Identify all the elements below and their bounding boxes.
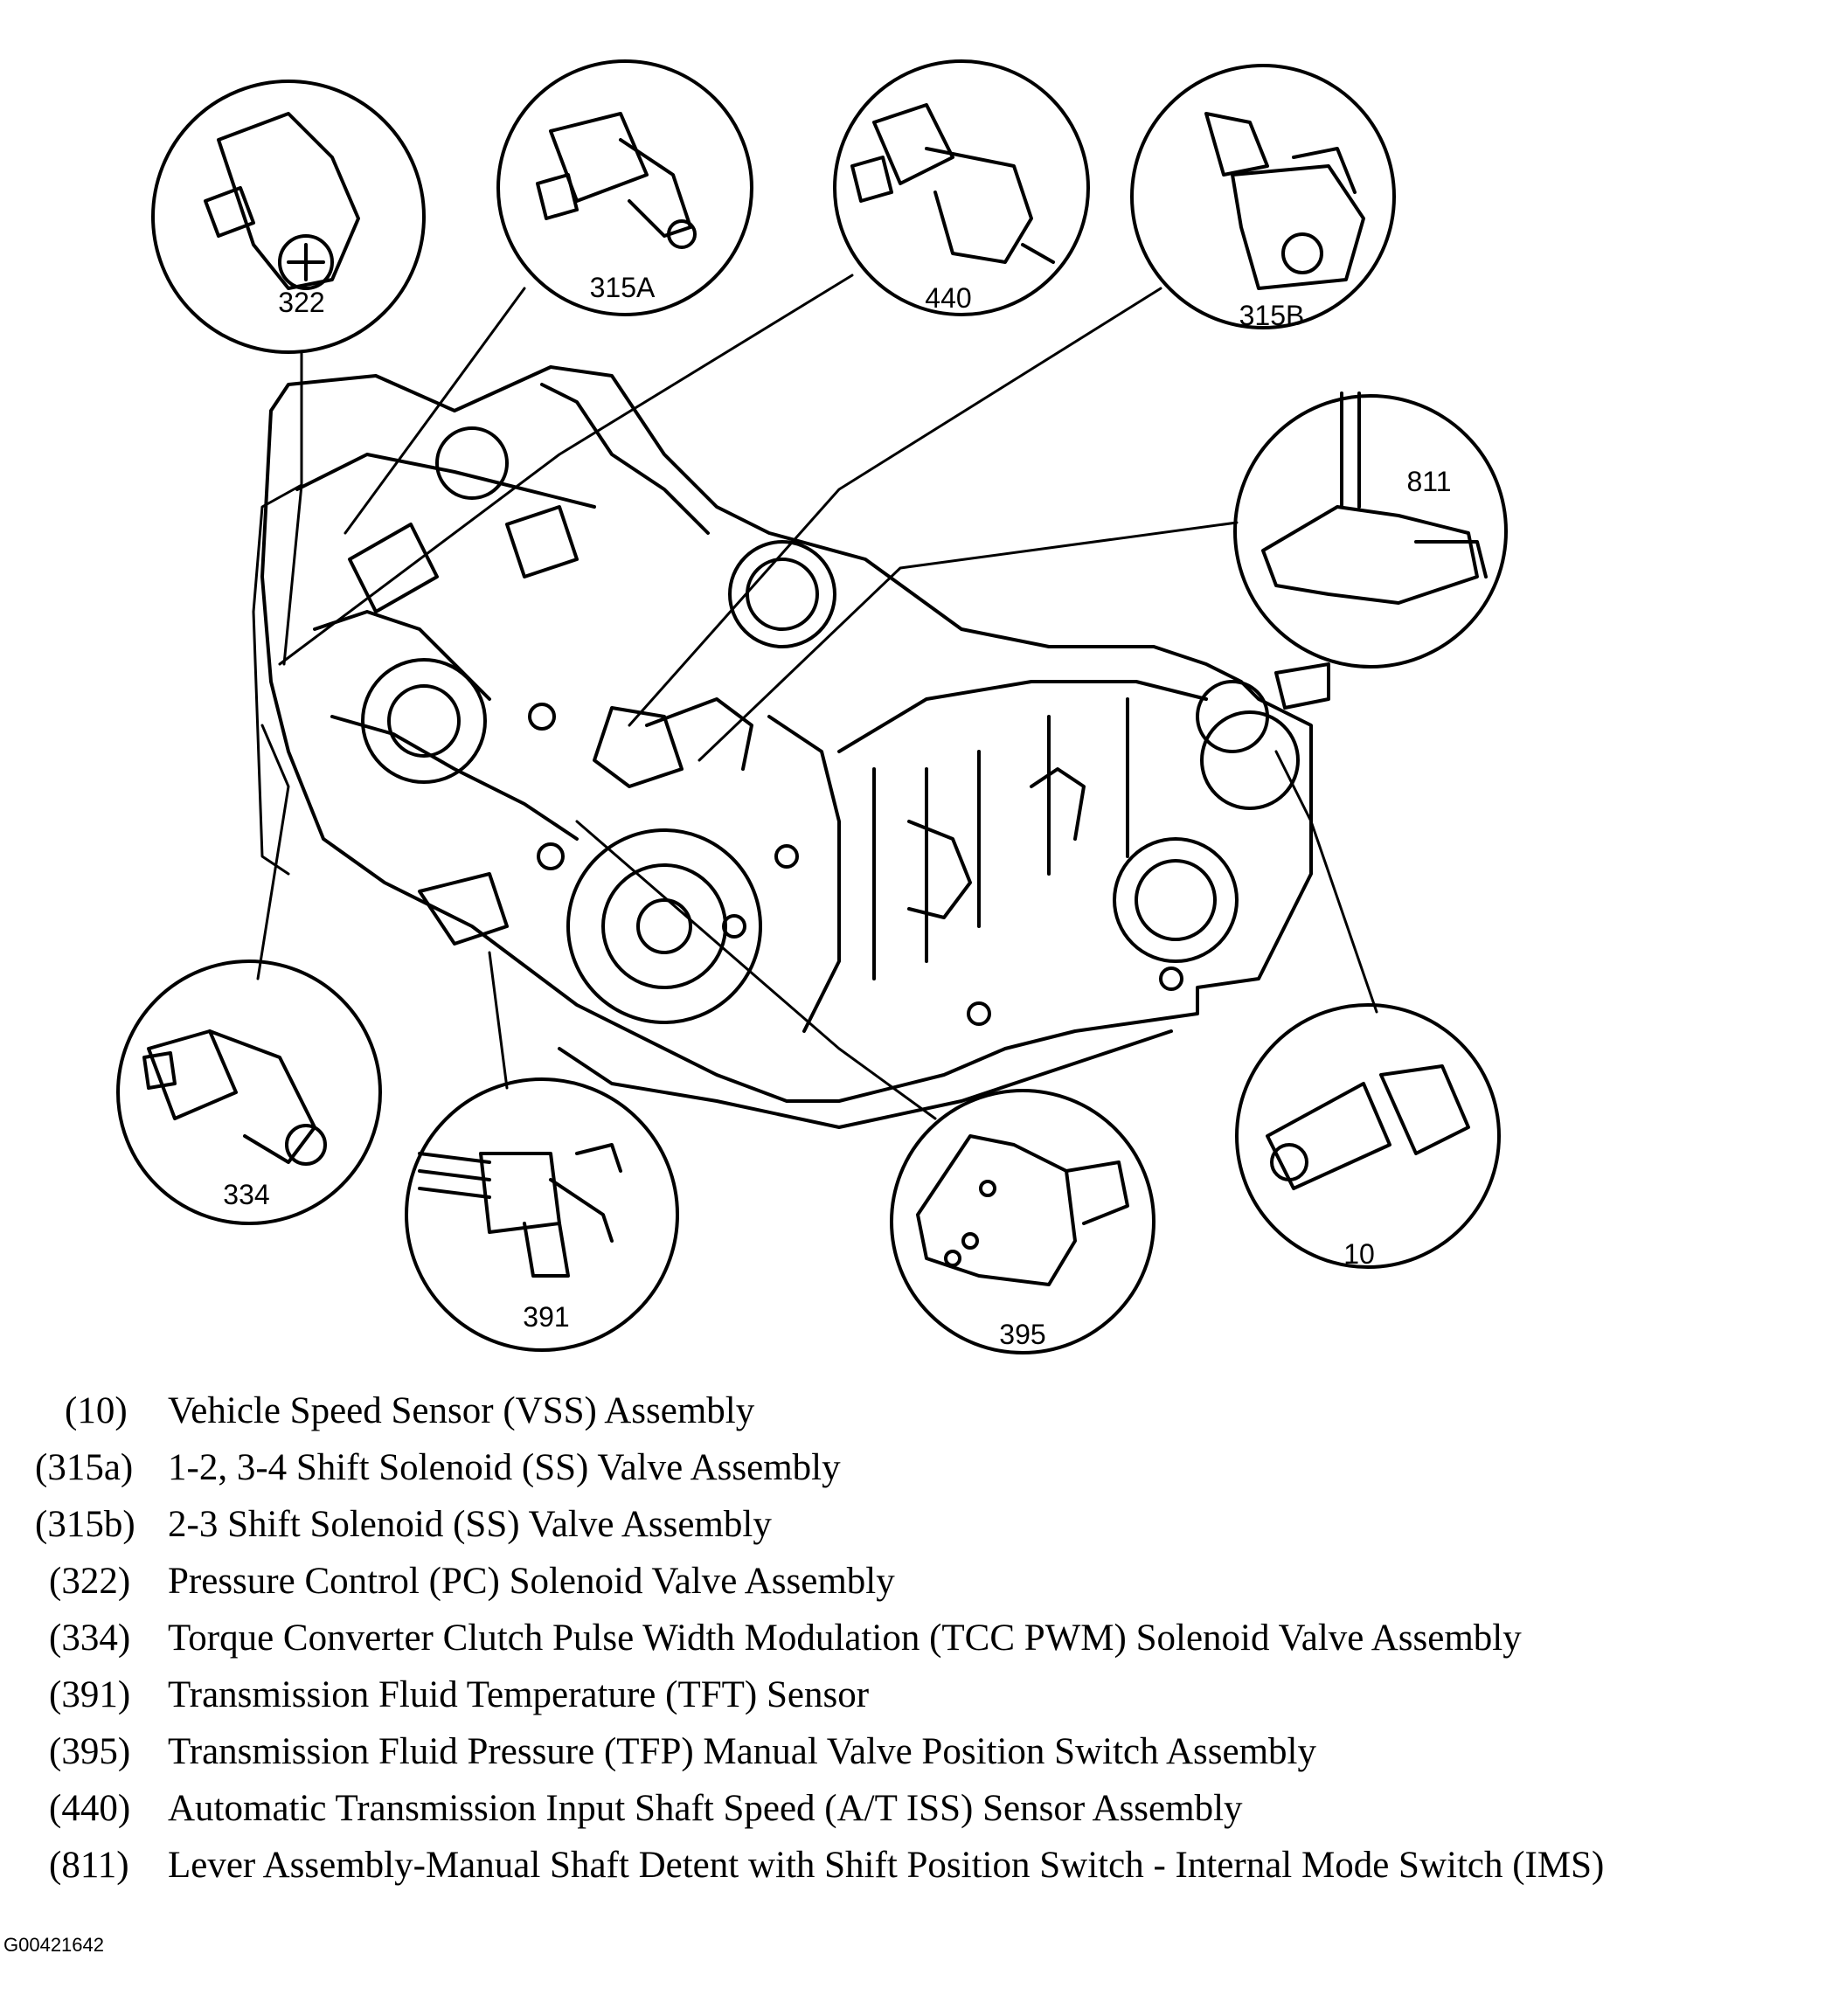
legend-description: 1-2, 3-4 Shift Solenoid (SS) Valve Assem… bbox=[168, 1447, 841, 1488]
callout-circle-440 bbox=[833, 59, 1090, 316]
legend-description: Lever Assembly-Manual Shaft Detent with … bbox=[168, 1845, 1605, 1886]
legend-code: (440) bbox=[49, 1788, 131, 1829]
callout-811 bbox=[1233, 391, 1508, 669]
callout-circle-322 bbox=[151, 80, 426, 354]
legend-description: Vehicle Speed Sensor (VSS) Assembly bbox=[168, 1390, 755, 1431]
figure-id: G00421642 bbox=[3, 1934, 104, 1956]
callout-label-322: 322 bbox=[278, 287, 324, 318]
callout-label-315a: 315A bbox=[590, 272, 656, 303]
legend-code: (315b) bbox=[35, 1504, 135, 1545]
legend-row: (315a) 1-2, 3-4 Shift Solenoid (SS) Valv… bbox=[35, 1439, 1818, 1496]
transmission-housing bbox=[260, 365, 1330, 1129]
callout-circle-315a bbox=[496, 59, 753, 316]
legend-code: (10) bbox=[65, 1390, 128, 1431]
leader-lines bbox=[252, 274, 1378, 1120]
legend-row: (315b) 2-3 Shift Solenoid (SS) Valve Ass… bbox=[35, 1496, 1818, 1553]
legend-description: Transmission Fluid Temperature (TFT) Sen… bbox=[168, 1674, 870, 1715]
legend-code: (315a) bbox=[35, 1447, 134, 1488]
legend-description: Torque Converter Clutch Pulse Width Modu… bbox=[168, 1618, 1522, 1659]
callout-label-315b: 315B bbox=[1239, 300, 1305, 331]
legend-row: (391) Transmission Fluid Temperature (TF… bbox=[35, 1666, 1818, 1723]
legend-description: Transmission Fluid Pressure (TFP) Manual… bbox=[168, 1731, 1316, 1772]
legend-code: (395) bbox=[49, 1731, 131, 1772]
legend-row: (10) Vehicle Speed Sensor (VSS) Assembly bbox=[35, 1382, 1818, 1439]
legend-code: (322) bbox=[49, 1561, 131, 1602]
callout-circle-334 bbox=[116, 960, 382, 1225]
legend-row: (395) Transmission Fluid Pressure (TFP) … bbox=[35, 1723, 1818, 1780]
legend-description: Automatic Transmission Input Shaft Speed… bbox=[168, 1788, 1243, 1829]
callout-391 bbox=[405, 1077, 679, 1352]
callout-circle-391 bbox=[405, 1077, 679, 1352]
callout-label-10: 10 bbox=[1343, 1238, 1375, 1270]
callout-10 bbox=[1235, 1003, 1501, 1269]
callout-315b bbox=[1130, 64, 1396, 329]
legend-row: (322) Pressure Control (PC) Solenoid Val… bbox=[35, 1553, 1818, 1610]
callout-circle-315b bbox=[1130, 64, 1396, 329]
legend-description: 2-3 Shift Solenoid (SS) Valve Assembly bbox=[168, 1504, 772, 1545]
callout-322 bbox=[151, 80, 426, 354]
legend-row: (811) Lever Assembly-Manual Shaft Detent… bbox=[35, 1837, 1818, 1894]
callout-circle-811 bbox=[1233, 394, 1508, 669]
callout-315a bbox=[496, 59, 753, 316]
transmission-diagram: 322 315A 440 315B 811 334 391 395 10 bbox=[116, 59, 1508, 1354]
legend-code: (391) bbox=[49, 1674, 131, 1715]
legend-description: Pressure Control (PC) Solenoid Valve Ass… bbox=[168, 1561, 895, 1602]
callout-circle-395 bbox=[890, 1089, 1155, 1354]
callout-label-811: 811 bbox=[1406, 466, 1451, 497]
callout-label-334: 334 bbox=[223, 1179, 269, 1210]
callout-label-395: 395 bbox=[999, 1319, 1045, 1350]
callout-440 bbox=[833, 59, 1090, 316]
callout-circle-10 bbox=[1235, 1003, 1501, 1269]
legend-row: (334) Torque Converter Clutch Pulse Widt… bbox=[35, 1610, 1818, 1666]
callout-label-391: 391 bbox=[523, 1301, 569, 1333]
callout-395 bbox=[890, 1089, 1155, 1354]
legend-row: (440) Automatic Transmission Input Shaft… bbox=[35, 1780, 1818, 1837]
legend-code: (334) bbox=[49, 1618, 131, 1659]
callout-334 bbox=[116, 960, 382, 1225]
legend-code: (811) bbox=[49, 1845, 129, 1886]
parts-legend: (10) Vehicle Speed Sensor (VSS) Assembly… bbox=[35, 1382, 1818, 1894]
callout-label-440: 440 bbox=[925, 282, 971, 314]
